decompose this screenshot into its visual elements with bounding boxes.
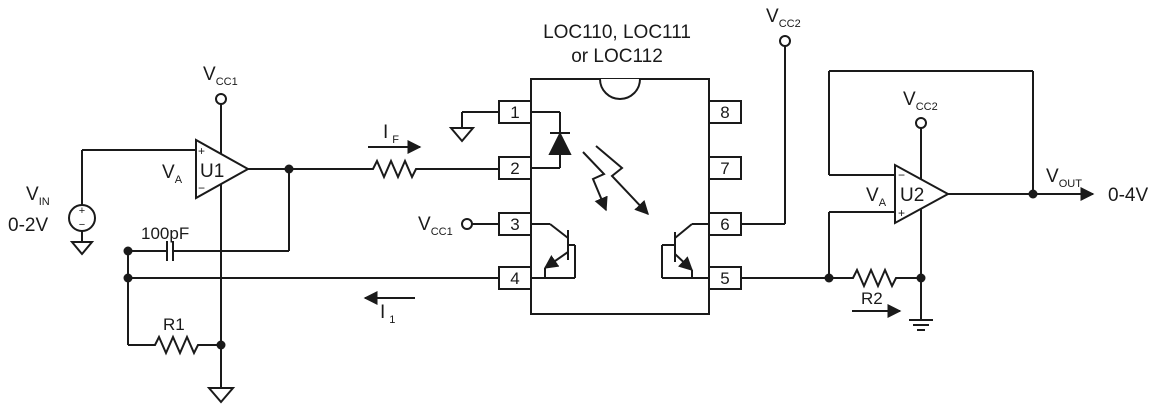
pin-7-label: 7 (720, 159, 729, 178)
pin-1-label: 1 (510, 103, 519, 122)
i1-label: I (380, 302, 385, 323)
vcc2-label-top-sub: CC2 (779, 18, 801, 30)
pin-8-label: 8 (720, 103, 729, 122)
vcc2-label-top: V (766, 6, 779, 27)
vcc1-label-pin3-sub: CC1 (431, 226, 453, 238)
pin1-ground-icon (448, 127, 476, 143)
vcc1-terminal (215, 93, 227, 105)
svg-text:VA: VA (866, 185, 887, 209)
vout-range-label: 0-4V (1108, 185, 1148, 206)
resistor-r1 (128, 334, 221, 356)
source-minus-sign: − (79, 219, 85, 231)
vcc2-label-u2-sub: CC2 (916, 101, 938, 113)
svg-text:VCC1: VCC1 (203, 64, 238, 88)
vcc1-label-top-sub: CC1 (216, 76, 238, 88)
svg-text:VOUT: VOUT (1046, 166, 1082, 190)
u1-ground-icon (206, 387, 236, 404)
ic-part-title-2: or LOC112 (571, 46, 663, 67)
svg-text:I1: I1 (380, 302, 395, 326)
if-label: I (383, 122, 388, 143)
resistor-if (365, 158, 499, 180)
phototransistor-right (661, 223, 709, 279)
pin-4-label: 4 (510, 269, 519, 288)
u1-minus-sign: − (198, 181, 205, 195)
u2-plus-sign: + (898, 206, 905, 220)
vout-label: V (1046, 166, 1059, 187)
r1-junction (216, 340, 226, 350)
ic-package (498, 78, 742, 315)
opamp-u1: U1 + − (195, 138, 251, 200)
r2-label: R2 (861, 289, 883, 308)
vout-junction (1028, 189, 1038, 199)
vcc2-terminal-top (779, 35, 791, 47)
va-label-u1: V (162, 162, 175, 183)
va-label-u1-sub: A (175, 174, 183, 186)
svg-text:VCC1: VCC1 (418, 214, 453, 238)
ic-notch (599, 78, 641, 100)
resistor-r2 (829, 267, 921, 289)
i1-label-sub: 1 (389, 314, 395, 326)
vin-label-sub: IN (39, 196, 50, 208)
u2-label: U2 (900, 185, 924, 206)
u1-label: U1 (200, 161, 224, 182)
vin-ground-icon (69, 241, 95, 256)
phototransistor-left (531, 223, 576, 279)
vcc1-label-top: V (203, 64, 216, 85)
svg-text:VA: VA (162, 162, 183, 186)
svg-text:VCC2: VCC2 (766, 6, 801, 30)
source-plus-sign: + (79, 205, 85, 217)
vout-label-sub: OUT (1059, 178, 1083, 190)
light-arrow-2 (595, 145, 649, 216)
capacitor-label: 100pF (141, 224, 189, 243)
ic-part-title-1: LOC110, LOC111 (543, 22, 691, 43)
r1-label: R1 (163, 315, 185, 334)
if-label-sub: F (392, 134, 399, 146)
svg-text:IF: IF (383, 122, 399, 146)
opamp-u2: U2 − + (894, 163, 951, 225)
vcc1-label-pin3: V (418, 214, 431, 235)
vcc2-u2-terminal (915, 117, 927, 129)
vin-range-label: 0-2V (8, 215, 48, 236)
u2-minus-sign: − (898, 168, 905, 182)
vcc1-pin3-terminal (461, 218, 473, 230)
led-diode (531, 111, 572, 169)
pin-2-label: 2 (510, 159, 519, 178)
pin-5-label: 5 (720, 269, 729, 288)
vin-source: + − (68, 149, 197, 256)
svg-text:VIN: VIN (26, 184, 50, 208)
va-label-u2: V (866, 185, 879, 206)
vin-label: V (26, 184, 39, 205)
pin-6-label: 6 (720, 215, 729, 234)
pin-3-label: 3 (510, 215, 519, 234)
u1-plus-sign: + (198, 144, 205, 158)
vcc2-label-u2: V (903, 89, 916, 110)
svg-text:VCC2: VCC2 (903, 89, 938, 113)
va-label-u2-sub: A (879, 197, 887, 209)
light-arrow-1 (582, 151, 608, 212)
